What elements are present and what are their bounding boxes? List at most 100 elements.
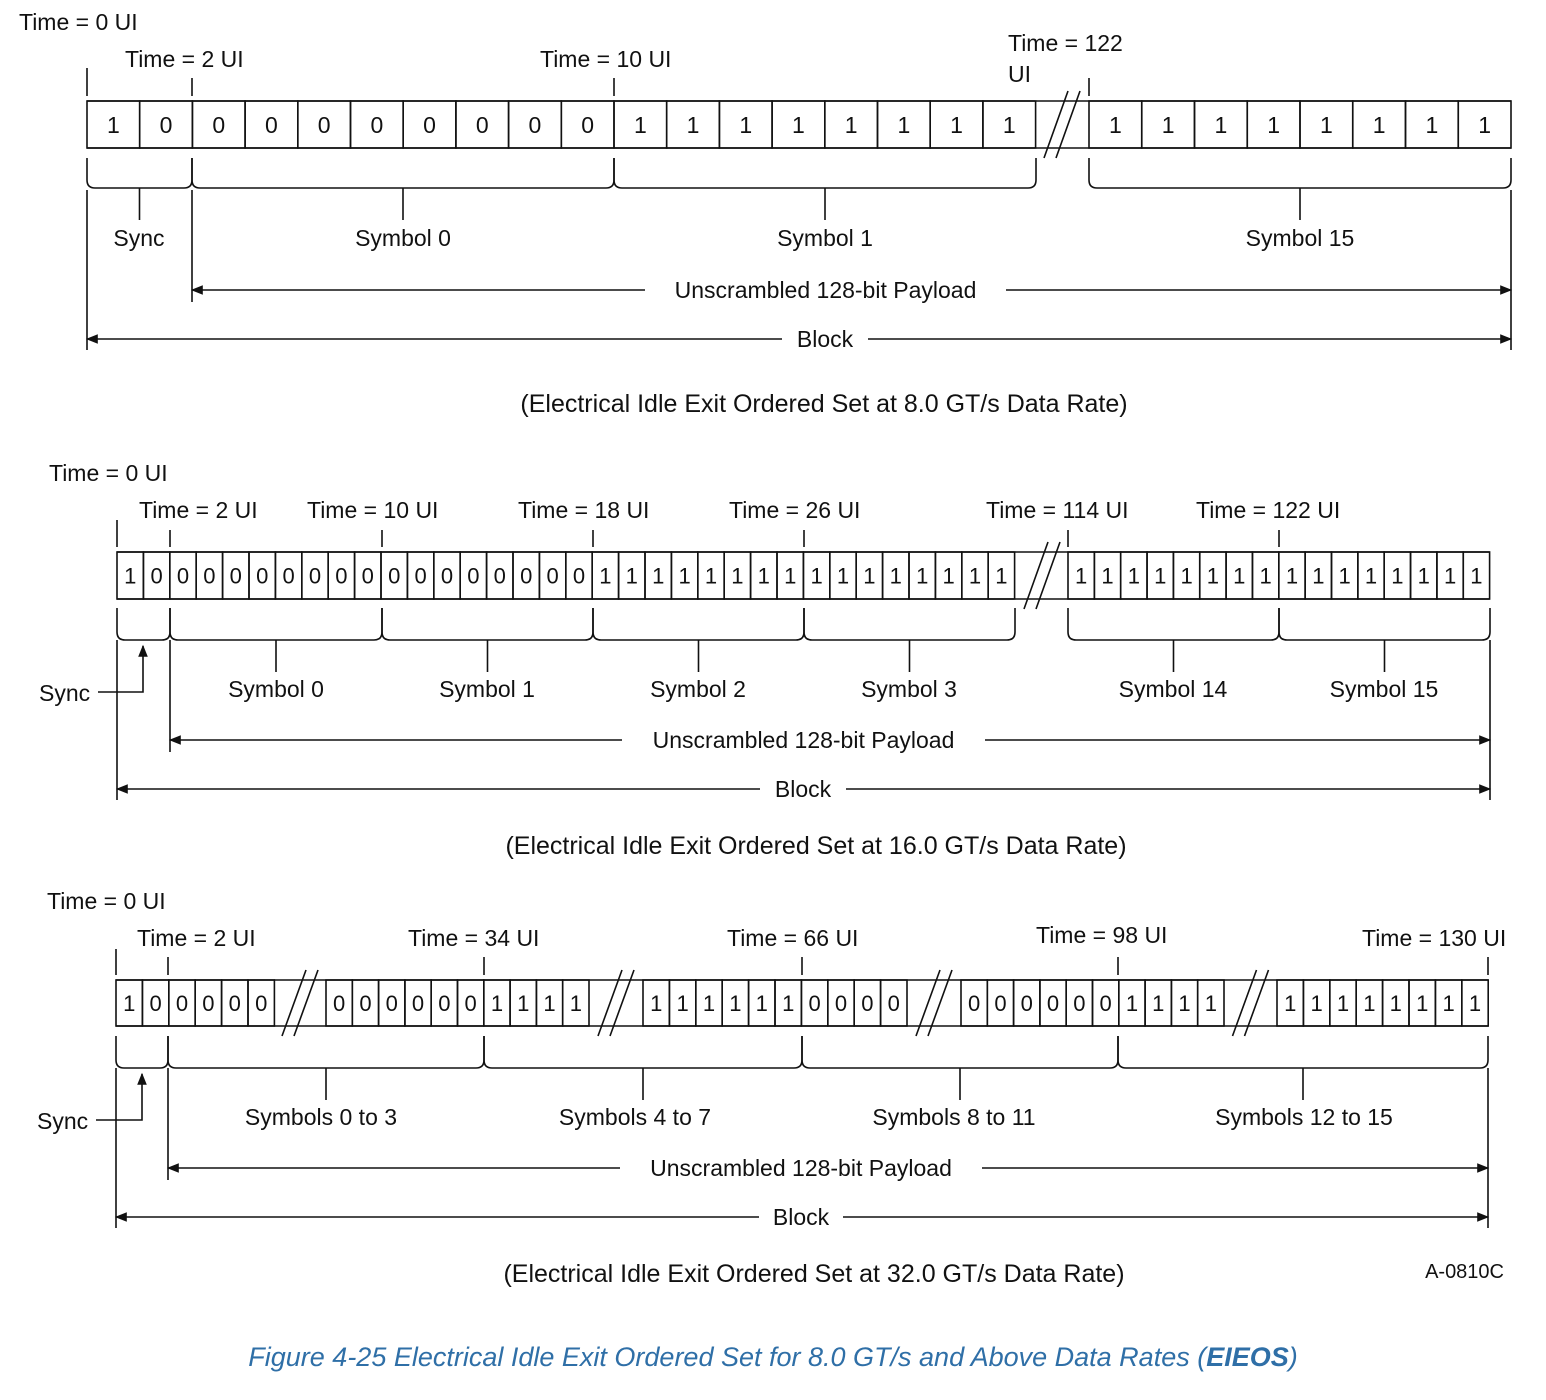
- bit-value: 1: [705, 563, 717, 588]
- bit-value: 0: [529, 112, 542, 138]
- bit-value: 1: [995, 563, 1007, 588]
- bit-value: 0: [282, 563, 294, 588]
- bit-value: 1: [739, 112, 752, 138]
- bit-value: 1: [916, 563, 928, 588]
- symbol-label: Symbol 0: [228, 676, 324, 702]
- bit-value: 1: [1162, 112, 1175, 138]
- bit-value: 1: [729, 991, 741, 1016]
- time-label: Time = 66 UI: [727, 925, 858, 951]
- time-label: Time = 0 UI: [47, 888, 166, 914]
- bit-value: 1: [1470, 563, 1482, 588]
- bit-value: 0: [335, 563, 347, 588]
- bit-cell: [1457, 100, 1512, 149]
- bit-value: 1: [491, 991, 503, 1016]
- bit-value: 1: [1286, 563, 1298, 588]
- bit-value: 1: [845, 112, 858, 138]
- bit-cell: [879, 979, 908, 1027]
- bit-value: 0: [546, 563, 558, 588]
- bit-value: 0: [423, 112, 436, 138]
- bit-value: 1: [1442, 991, 1454, 1016]
- sync-leader-arrow: [98, 644, 148, 693]
- time-label: Time = 2 UI: [125, 46, 244, 72]
- bit-value: 0: [968, 991, 980, 1016]
- bit-value: 1: [1260, 563, 1272, 588]
- dimension-arrow: Unscrambled 128-bit Payload: [166, 1155, 1490, 1181]
- bit-value: 0: [835, 991, 847, 1016]
- bit-value: 1: [107, 112, 120, 138]
- sync-brace: [116, 608, 171, 641]
- bit-value: 1: [1233, 563, 1245, 588]
- dimension-arrow: Block: [115, 776, 1492, 802]
- bit-value: 1: [652, 563, 664, 588]
- time-label: Time = 2 UI: [139, 497, 258, 523]
- bit-value: 1: [634, 112, 647, 138]
- bit-value: 1: [1128, 563, 1140, 588]
- break-mark: [1023, 541, 1061, 610]
- bit-value: 0: [441, 563, 453, 588]
- symbol-label: Symbol 15: [1246, 225, 1355, 251]
- bit-value: 1: [756, 991, 768, 1016]
- bit-value: 1: [1075, 563, 1087, 588]
- dimension-arrow: Unscrambled 128-bit Payload: [190, 277, 1513, 303]
- time-label: Time = 98 UI: [1036, 922, 1167, 948]
- bit-value: 0: [476, 112, 489, 138]
- bit-value: 0: [1021, 991, 1033, 1016]
- time-label: Time = 10 UI: [307, 497, 438, 523]
- time-label: Time = 122 UI: [1196, 497, 1340, 523]
- figure-caption: Figure 4-25 Electrical Idle Exit Ordered…: [0, 1342, 1546, 1373]
- bit-value: 0: [333, 991, 345, 1016]
- bit-value: 0: [888, 991, 900, 1016]
- symbol-brace: [381, 608, 594, 672]
- bit-value: 1: [123, 991, 135, 1016]
- dimension-arrow: Unscrambled 128-bit Payload: [168, 727, 1492, 753]
- bit-value: 1: [1416, 991, 1428, 1016]
- bit-cell: [561, 979, 590, 1027]
- bit-value: 1: [1373, 112, 1386, 138]
- bit-value: 1: [1363, 991, 1375, 1016]
- symbol-label: Symbol 0: [355, 225, 451, 251]
- bit-value: 1: [950, 112, 963, 138]
- symbol-label: Symbols 12 to 15: [1215, 1104, 1393, 1130]
- bit-value: 0: [229, 991, 241, 1016]
- bit-value: 1: [1207, 563, 1219, 588]
- bit-value: 1: [1391, 563, 1403, 588]
- caption-prefix: Figure 4-25 Electrical Idle Exit Ordered…: [248, 1342, 1207, 1372]
- time-label: Time = 26 UI: [729, 497, 860, 523]
- bit-value: 0: [388, 563, 400, 588]
- symbol-label: Symbol 14: [1119, 676, 1228, 702]
- bit-value: 1: [863, 563, 875, 588]
- bit-value: 0: [1047, 991, 1059, 1016]
- bit-cell: [1461, 979, 1490, 1027]
- dimension-arrow: Block: [85, 326, 1513, 352]
- bit-value: 1: [517, 991, 529, 1016]
- dimension-label: Block: [775, 776, 832, 802]
- bit-value: 1: [1478, 112, 1491, 138]
- symbol-label: Symbols 0 to 3: [245, 1104, 397, 1130]
- dimension-label: Unscrambled 128-bit Payload: [653, 727, 955, 753]
- bit-value: 0: [861, 991, 873, 1016]
- bit-value: 0: [573, 563, 585, 588]
- bit-value: 0: [370, 112, 383, 138]
- bit-value: 1: [1337, 991, 1349, 1016]
- bit-value: 0: [362, 563, 374, 588]
- symbol-label: Symbol 2: [650, 676, 746, 702]
- dimension-label: Unscrambled 128-bit Payload: [650, 1155, 952, 1181]
- bit-value: 1: [837, 563, 849, 588]
- bit-value: 0: [1073, 991, 1085, 1016]
- symbol-label: Symbols 8 to 11: [872, 1104, 1035, 1130]
- bit-value: 0: [309, 563, 321, 588]
- bit-value: 1: [1390, 991, 1402, 1016]
- symbol-brace: [169, 608, 383, 672]
- bit-value: 1: [1154, 563, 1166, 588]
- bit-value: 0: [203, 563, 215, 588]
- bit-value: 0: [520, 563, 532, 588]
- bit-value: 0: [581, 112, 594, 138]
- bit-value: 0: [467, 563, 479, 588]
- bit-cell: [1196, 979, 1225, 1027]
- bit-value: 1: [1320, 112, 1333, 138]
- bit-value: 1: [1178, 991, 1190, 1016]
- bit-value: 0: [255, 991, 267, 1016]
